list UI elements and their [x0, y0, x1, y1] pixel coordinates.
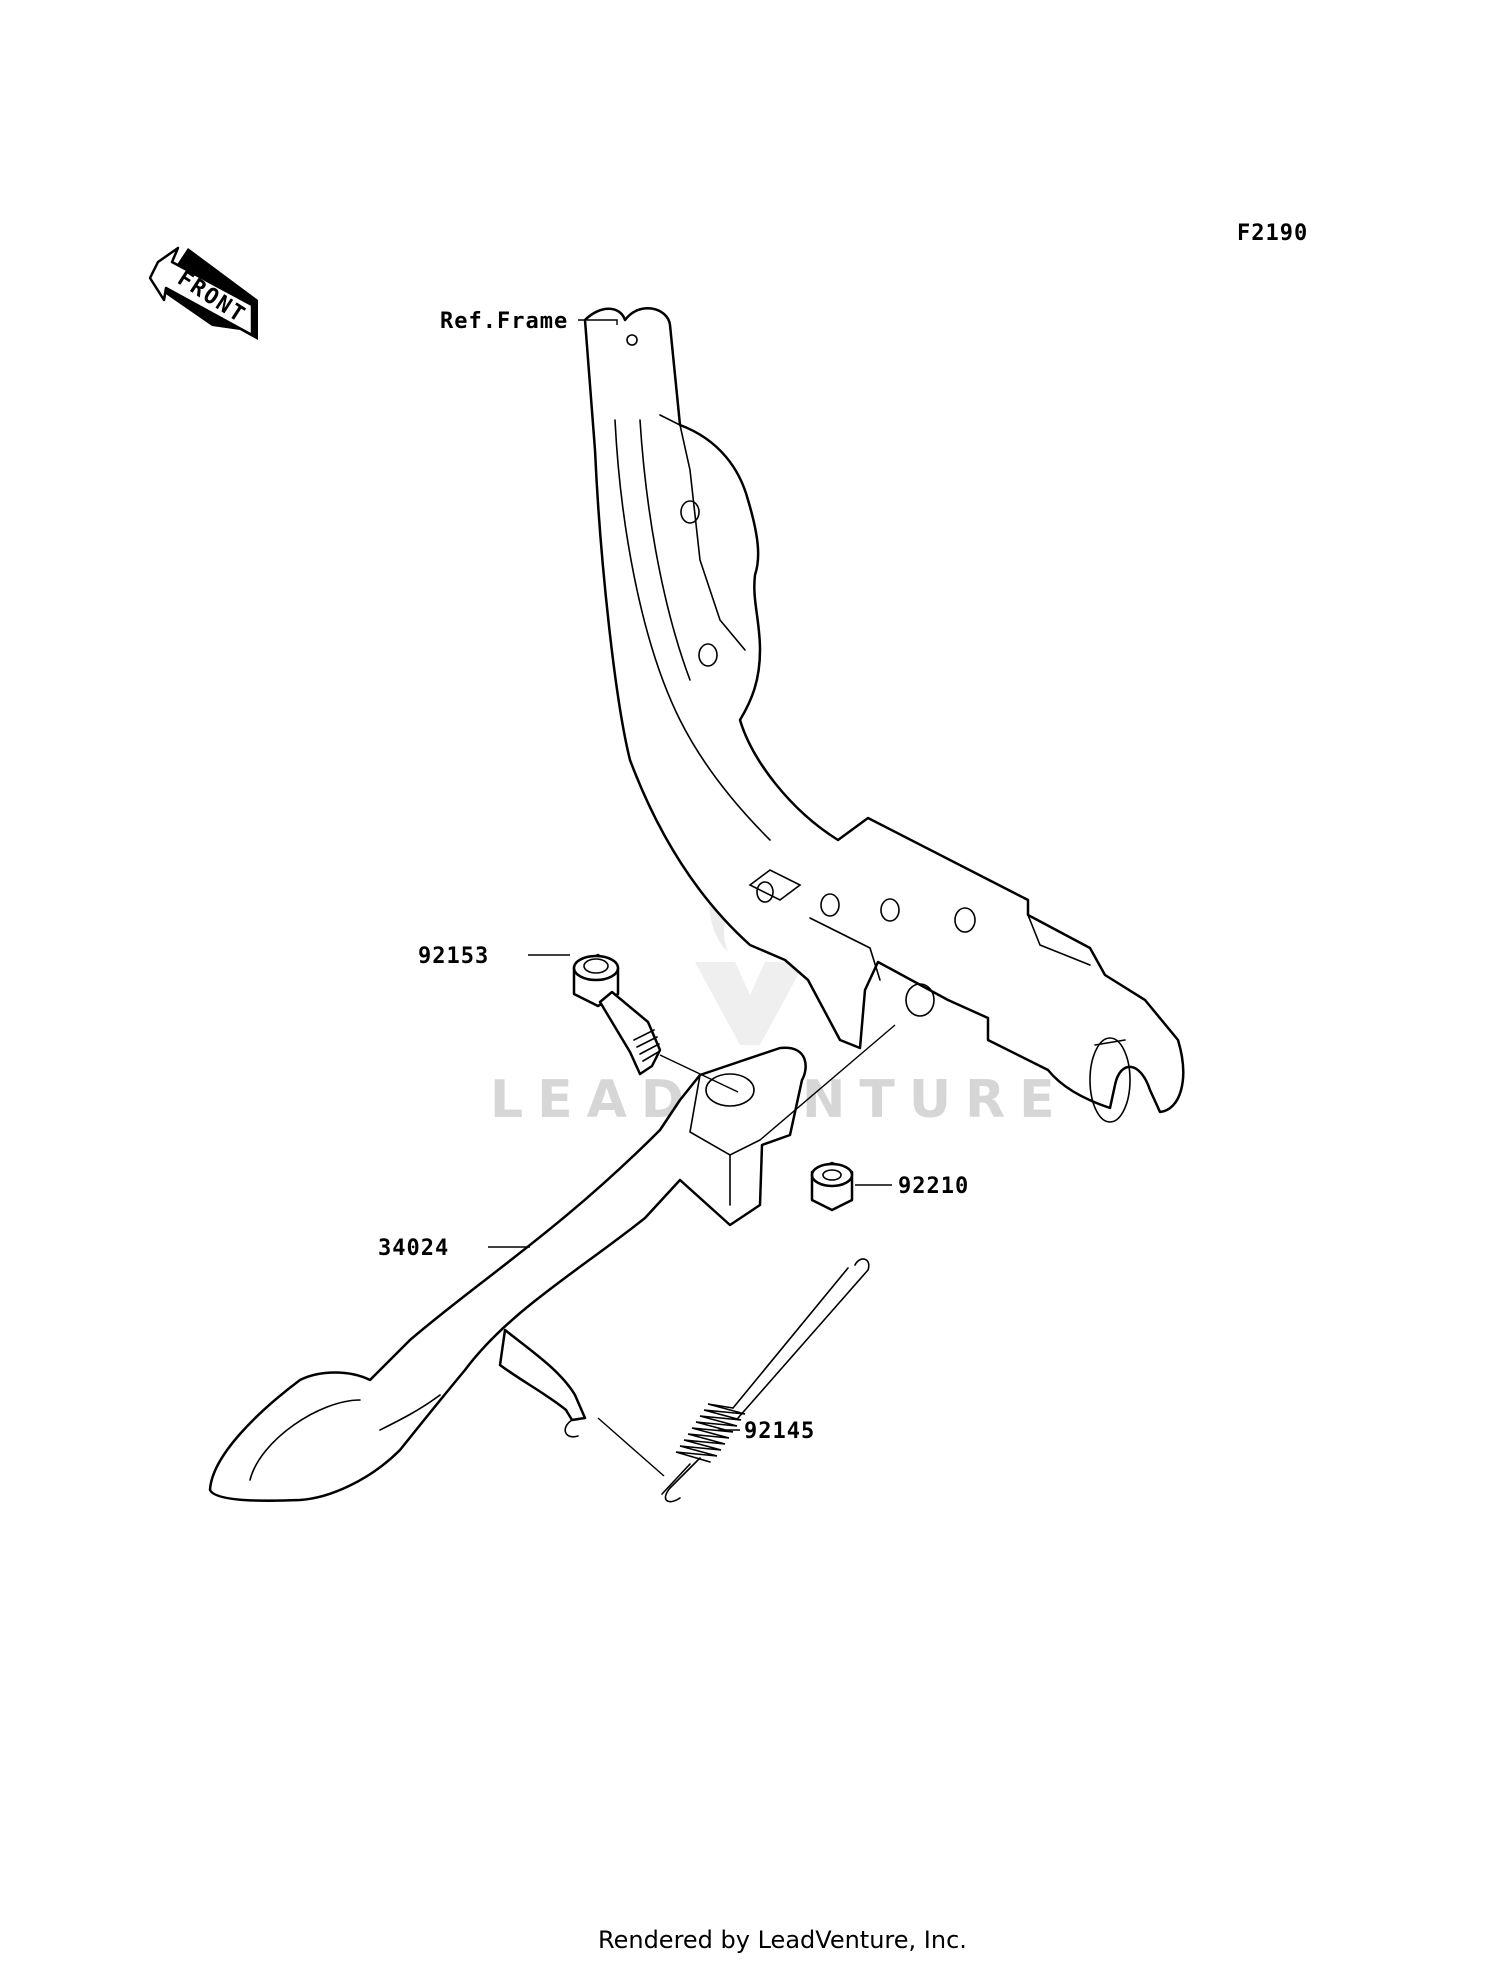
callout-ref-frame: Ref.Frame	[440, 309, 568, 334]
side-stand-34024	[208, 1046, 807, 1502]
callout-92210: 92210	[898, 1174, 969, 1199]
reference-frame	[583, 307, 1185, 1123]
callout-92145: 92145	[744, 1419, 815, 1444]
bolt-92153	[572, 953, 662, 1076]
callout-34024: 34024	[378, 1236, 449, 1261]
spring-92145	[661, 1258, 870, 1503]
footer-credit: Rendered by LeadVenture, Inc.	[598, 1926, 967, 1954]
spring-coils	[675, 1403, 746, 1463]
front-arrow-icon: FRONT	[148, 246, 258, 340]
nut-92210	[810, 1161, 854, 1212]
leader-lines	[488, 319, 896, 1477]
figure-code: F2190	[1237, 221, 1308, 246]
callout-92153: 92153	[418, 944, 489, 969]
